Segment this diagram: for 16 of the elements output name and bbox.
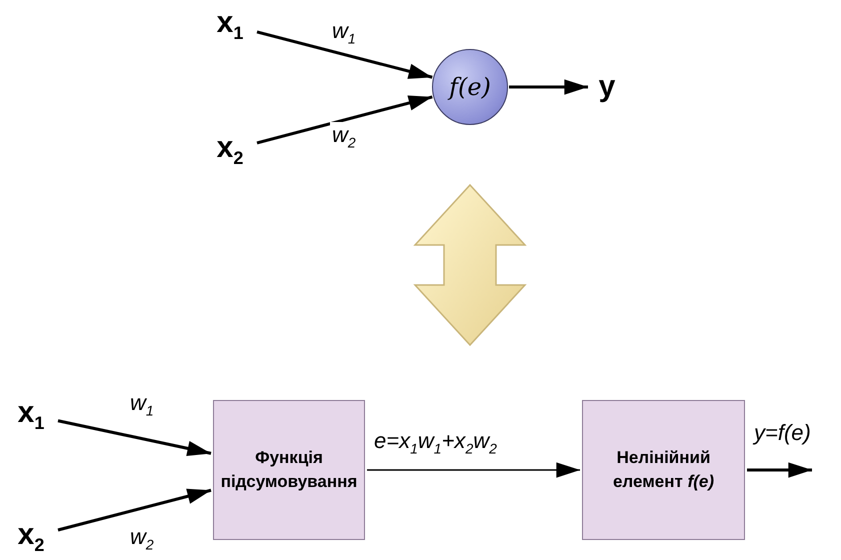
arrow — [747, 462, 812, 478]
process-box: Нелінійний елемент f(e) — [582, 400, 745, 540]
neuron-circle: f(e) — [432, 49, 508, 125]
arrow — [256, 30, 433, 79]
output-label: y — [590, 64, 624, 110]
arrow — [58, 419, 212, 456]
arrow — [58, 488, 212, 532]
variable-label: x$_{1}$ — [6, 392, 56, 438]
variable-label: x$_{2}$ — [6, 514, 56, 560]
arrow — [367, 462, 580, 478]
arrow — [509, 79, 588, 95]
edge-label: w$_{2}$ — [330, 122, 358, 150]
arrow — [256, 95, 433, 144]
variable-label: x$_{2}$ — [205, 127, 255, 173]
process-box: Функція підсумовування — [213, 400, 365, 540]
variable-label: x$_{1}$ — [205, 2, 255, 48]
